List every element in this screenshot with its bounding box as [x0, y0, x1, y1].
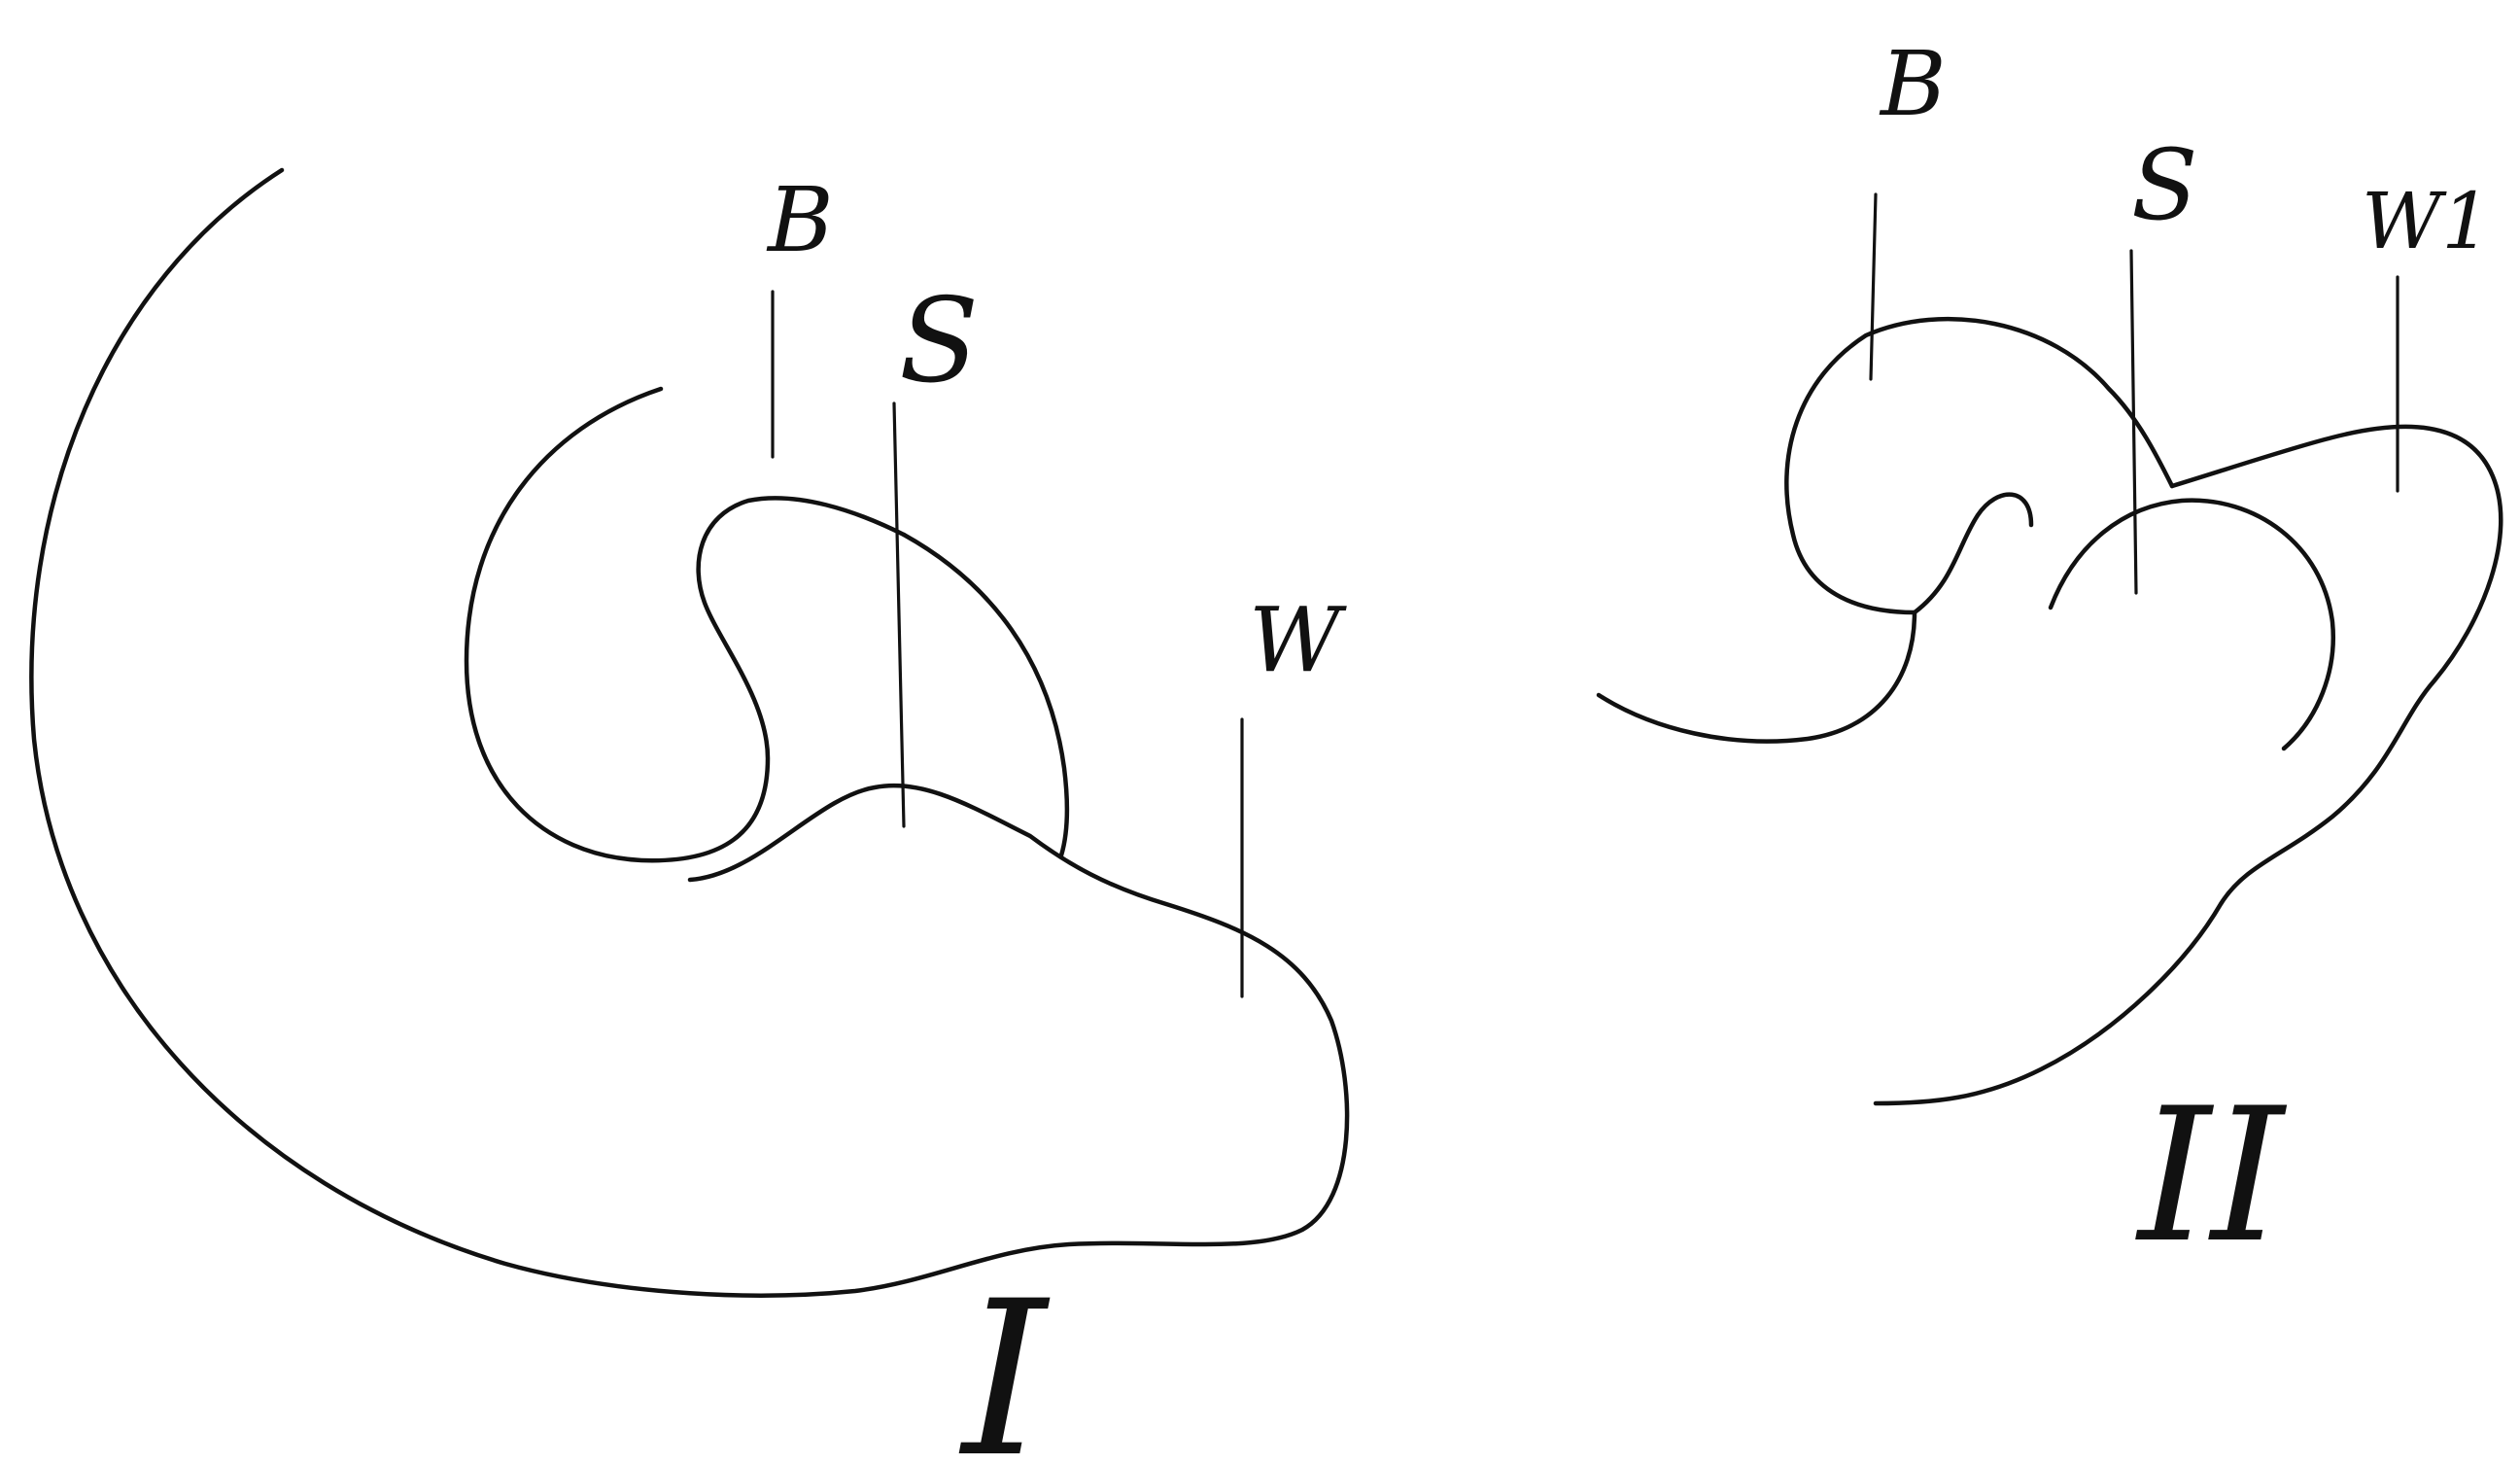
- figure-i-label-b: B: [766, 168, 834, 272]
- figure-ii-inner-hook: [1915, 495, 2031, 612]
- figure-i-outer-arc: [31, 170, 1347, 1296]
- figure-ii: B S W1 II: [1599, 32, 2501, 1283]
- figure-ii-s-lobe: [2051, 501, 2333, 749]
- figure-i-numeral: I: [958, 1255, 1051, 1465]
- figure-i-leader-s: [894, 403, 904, 826]
- figure-ii-label-w: W1: [2362, 176, 2491, 266]
- figure-ii-tail: [1599, 612, 1915, 742]
- figure-i-inner-curl: [466, 389, 904, 860]
- figure-i-hook: [904, 535, 1067, 855]
- figure-ii-leader-b: [1871, 194, 1876, 379]
- figure-i: B S W I: [31, 168, 1347, 1465]
- figure-ii-head-lobe: [1786, 319, 2172, 612]
- figure-i-label-s: S: [899, 274, 979, 409]
- figure-ii-label-b: B: [1879, 32, 1947, 136]
- figure-i-label-w: W: [1249, 588, 1347, 692]
- figure-ii-numeral: II: [2135, 1068, 2288, 1283]
- figure-ii-label-s: S: [2131, 128, 2198, 242]
